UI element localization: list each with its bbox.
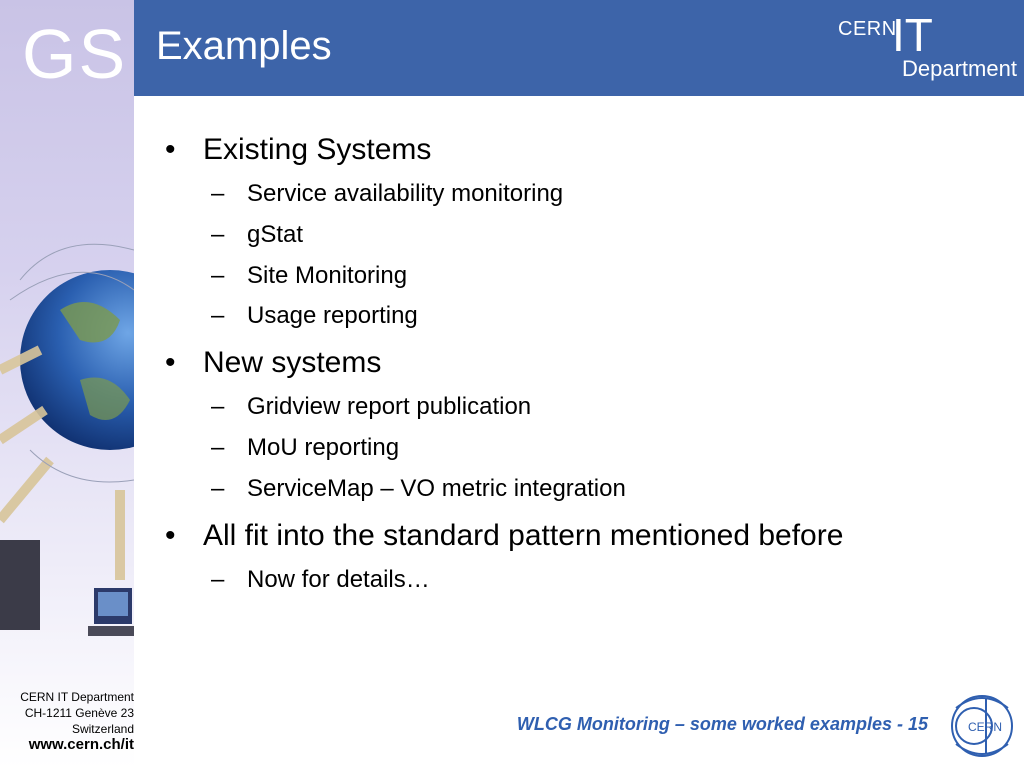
address-line: CH-1211 Genève 23 bbox=[24, 706, 134, 720]
sub-bullet-item: –ServiceMap – VO metric integration bbox=[211, 474, 626, 502]
gs-logo: GS bbox=[22, 15, 128, 93]
cern-it-department-logo: CERN IT Department bbox=[818, 9, 1018, 90]
bullet-item: •Existing Systems bbox=[165, 133, 432, 166]
globe-network-illustration bbox=[0, 243, 134, 636]
sub-bullet-item: –MoU reporting bbox=[211, 433, 400, 461]
sub-bullet-item: –Usage reporting bbox=[211, 302, 418, 330]
sub-bullet-item: –Now for details… bbox=[211, 565, 430, 593]
website-link[interactable]: www.cern.ch/it bbox=[28, 736, 134, 753]
sidebar: GS CERN IT Department C bbox=[0, 0, 134, 768]
logo-cern-text: CERN bbox=[838, 18, 897, 40]
sub-bullet-item: –Service availability monitoring bbox=[211, 180, 564, 207]
sub-bullet-item: –gStat bbox=[211, 220, 304, 248]
bullet-group: •New systems –Gridview report publicatio… bbox=[165, 345, 1005, 503]
bullet-item: •All fit into the standard pattern menti… bbox=[165, 518, 844, 552]
logo-department-text: Department bbox=[902, 56, 1017, 81]
footer-address: CERN IT Department CH-1211 Genève 23 Swi… bbox=[0, 689, 134, 753]
slide-title: Examples bbox=[156, 24, 332, 68]
logo-it-text: IT bbox=[892, 9, 933, 61]
address-line: Switzerland bbox=[71, 722, 134, 736]
bullet-group: •Existing Systems –Service availability … bbox=[165, 132, 1005, 331]
cern-logo-text: CERN bbox=[968, 720, 1002, 734]
cern-logo: CERN bbox=[951, 695, 1013, 757]
header-bar: Examples CERN IT Department bbox=[134, 0, 1024, 96]
address-line: CERN IT Department bbox=[20, 690, 134, 704]
bullet-item: •New systems bbox=[165, 346, 382, 380]
footer-title: WLCG Monitoring – some worked examples -… bbox=[516, 714, 928, 734]
sub-bullet-item: –Gridview report publication bbox=[211, 393, 532, 421]
bullet-list: •Existing Systems –Service availability … bbox=[165, 124, 1005, 608]
bullet-group: •All fit into the standard pattern menti… bbox=[165, 518, 1005, 595]
sub-bullet-item: –Site Monitoring bbox=[211, 261, 408, 289]
